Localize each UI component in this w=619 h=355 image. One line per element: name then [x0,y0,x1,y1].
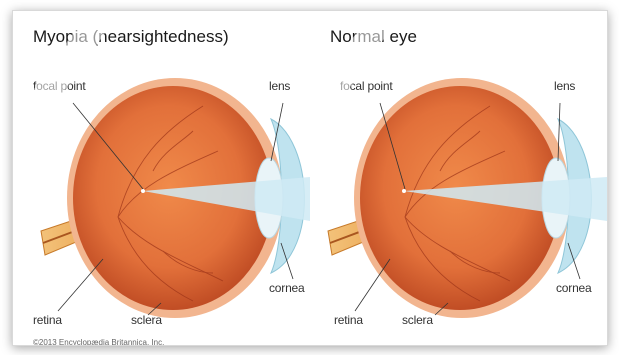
focal-point-marker [402,189,406,193]
focal-point-marker [141,189,145,193]
figure-frame: Myopia (nearsightedness) [12,10,608,346]
label-focal-point: focal point [33,79,86,93]
myopia-eye-illustration [13,11,310,345]
label-sclera: sclera [402,313,433,327]
label-lens: lens [269,79,290,93]
label-cornea: cornea [269,281,305,295]
normal-eye-panel: Normal eye [310,11,607,345]
label-cornea: cornea [556,281,592,295]
label-retina: retina [334,313,363,327]
copyright-notice: ©2013 Encyclopædia Britannica, Inc. [33,338,164,346]
label-focal-point: focal point [340,79,393,93]
label-sclera: sclera [131,313,162,327]
label-lens: lens [554,79,575,93]
label-retina: retina [33,313,62,327]
myopia-panel: Myopia (nearsightedness) [13,11,310,345]
